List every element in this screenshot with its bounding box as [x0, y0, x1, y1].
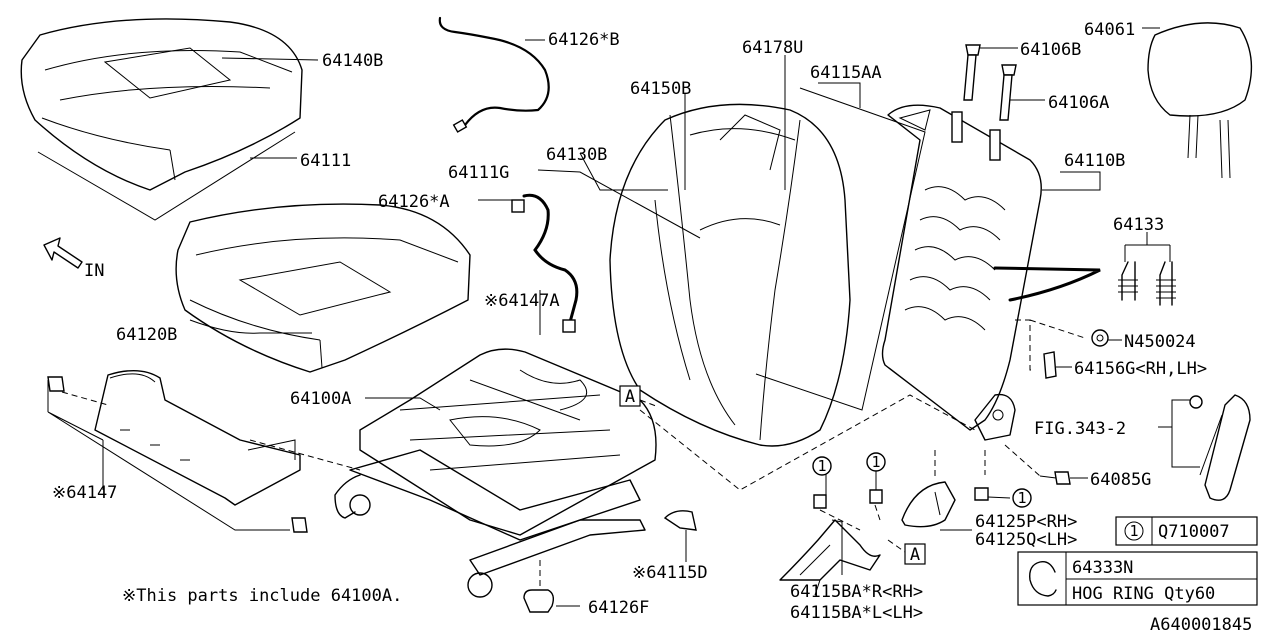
screws	[813, 487, 989, 509]
bolt-64085g	[1004, 444, 1071, 485]
label-64061: 64061	[1084, 20, 1135, 40]
diagram-id: A640001845	[1150, 615, 1252, 635]
label-64126-b: 64126*B	[548, 30, 620, 50]
label-64147: ※64147	[52, 483, 117, 503]
footnote: ※This parts include 64100A.	[122, 586, 402, 606]
legend-q710007: 1 Q710007	[1115, 516, 1258, 546]
label-64178u: 64178U	[742, 38, 803, 58]
assembly-lines	[639, 394, 976, 491]
side-trim	[1189, 394, 1251, 501]
svg-text:A: A	[910, 545, 920, 565]
label-64111: 64111	[300, 151, 351, 171]
label-64106b: 64106B	[1020, 40, 1081, 60]
label-64140b: 64140B	[322, 51, 383, 71]
headrest	[1147, 22, 1253, 179]
svg-text:A: A	[625, 387, 635, 407]
nut	[1091, 329, 1109, 347]
callout-1-a: 1	[812, 456, 832, 476]
legend-hog-ring: 64333N HOG RING Qty60	[1017, 551, 1258, 606]
svg-text:1: 1	[1129, 522, 1138, 540]
svg-text:HOG RING Qty60: HOG RING Qty60	[1072, 584, 1215, 604]
seat-back-frame	[881, 104, 1042, 441]
svg-text:1: 1	[1017, 489, 1026, 507]
label-64126f: 64126F	[588, 598, 649, 618]
label-64125q: 64125Q<LH>	[975, 530, 1077, 550]
label-64106a: 64106A	[1048, 93, 1109, 113]
ref-box-a-lower: A	[904, 543, 926, 565]
leader-lines	[47, 27, 1200, 607]
label-64115ba-r: 64115BA*R<RH>	[790, 582, 923, 602]
harness-a	[511, 193, 579, 333]
label-64150b: 64150B	[630, 79, 691, 99]
springs	[1118, 261, 1176, 306]
label-64126-a: 64126*A	[378, 192, 450, 212]
seat-cushion-cover	[20, 18, 303, 191]
cover-64115d	[663, 510, 697, 531]
label-64115aa: 64115AA	[810, 63, 882, 83]
label-fig343: FIG.343-2	[1034, 419, 1126, 439]
label-64156g: 64156G<RH,LH>	[1074, 359, 1207, 379]
label-64111g: 64111G	[448, 163, 509, 183]
seat-back-cover	[609, 103, 851, 447]
headrest-guide-b	[963, 44, 981, 101]
side-plate-64147	[47, 370, 361, 533]
label-in: IN	[84, 261, 104, 281]
svg-text:1: 1	[817, 457, 826, 475]
hog-ring-icon	[1029, 561, 1057, 597]
seat-back-film	[755, 87, 926, 411]
svg-text:64333N: 64333N	[1072, 558, 1133, 578]
label-64133: 64133	[1113, 215, 1164, 235]
callout-1-c: 1	[1012, 488, 1032, 508]
label-64147a: ※64147A	[484, 291, 560, 311]
headrest-guide-a	[999, 64, 1017, 121]
label-64115ba-l: 64115BA*L<LH>	[790, 603, 923, 623]
label-64130b: 64130B	[546, 145, 607, 165]
label-64085g: 64085G	[1090, 470, 1151, 490]
label-64110b: 64110B	[1064, 151, 1125, 171]
svg-text:Q710007: Q710007	[1158, 522, 1230, 542]
cushion-sheet	[37, 131, 296, 221]
front-direction-arrow	[43, 237, 83, 269]
label-64125p: 64125P<RH>	[975, 512, 1077, 532]
recliner-cover	[901, 481, 956, 528]
ref-box-a-upper: A	[619, 385, 641, 407]
svg-text:1: 1	[871, 453, 880, 471]
seat-frame	[334, 348, 657, 598]
clip	[1043, 351, 1057, 379]
connector-64126f	[523, 560, 555, 613]
label-64100a: 64100A	[290, 389, 351, 409]
side-shield	[779, 519, 881, 581]
label-64115d: ※64115D	[632, 563, 708, 583]
label-64120b: 64120B	[116, 325, 177, 345]
label-n450024: N450024	[1124, 332, 1196, 352]
frame-leader	[1015, 319, 1035, 371]
seat-cushion-pad	[175, 203, 471, 373]
harness-b	[438, 16, 550, 133]
spring-wire	[993, 266, 1101, 302]
callout-1-b: 1	[866, 452, 886, 472]
